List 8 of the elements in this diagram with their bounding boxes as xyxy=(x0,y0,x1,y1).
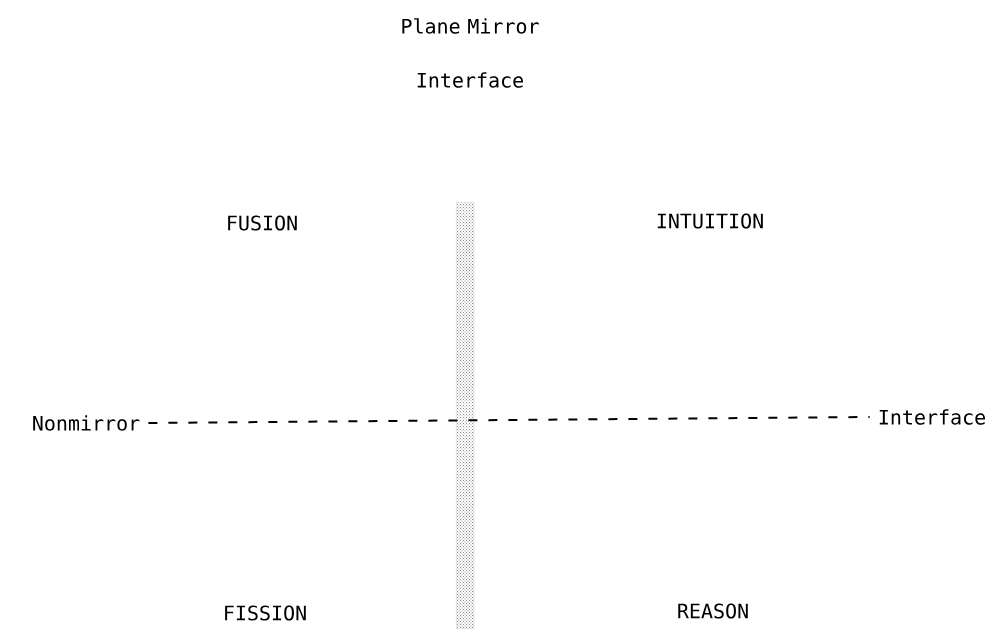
quadrant-label: INTUITION xyxy=(657,213,763,229)
quadrant-label: FISSION xyxy=(225,605,306,621)
line-end-label: Interface xyxy=(879,409,985,425)
quadrant-label: FUSION xyxy=(228,215,297,231)
band-heading: Plane Mirror Interface xyxy=(402,18,539,88)
dashed-line xyxy=(147,416,871,424)
quadrant-label: REASON xyxy=(678,603,748,619)
line-end-label: Nonmirror xyxy=(33,415,140,431)
